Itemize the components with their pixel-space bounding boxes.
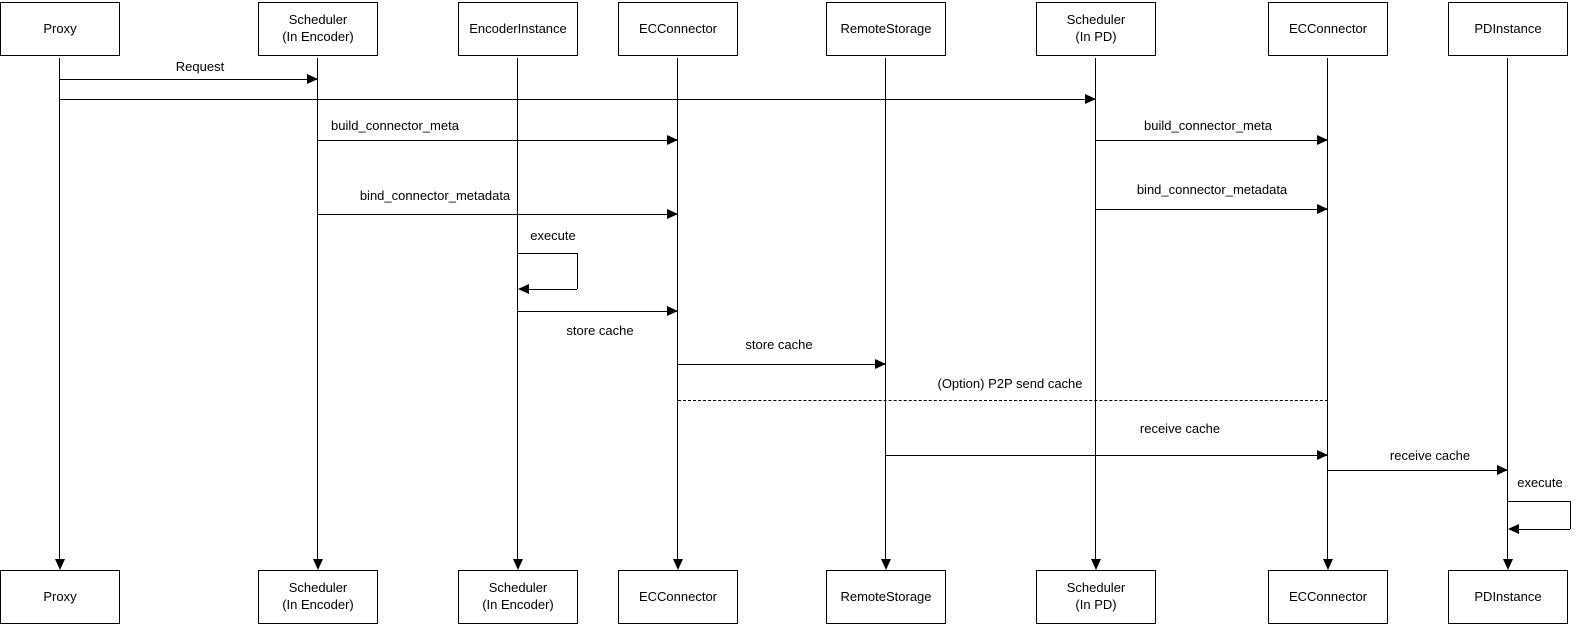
message-arrow-bind-connector-metadata-1 [667, 209, 678, 219]
message-label-build-connector-meta-2: build_connector_meta [1144, 118, 1272, 133]
participant-bottom-scheduler-encoder: Scheduler (In Encoder) [258, 570, 378, 624]
participant-bottom-remote-storage: RemoteStorage [826, 570, 946, 624]
lifeline-arrow-proxy [55, 559, 65, 570]
participant-bottom-scheduler-pd: Scheduler (In PD) [1036, 570, 1156, 624]
message-line-build-connector-meta-1 [318, 140, 678, 141]
lifeline-pd-instance [1507, 58, 1508, 560]
participant-top-pd-instance: PDInstance [1448, 2, 1568, 56]
lifeline-ec-connector-2 [1327, 58, 1328, 560]
message-line-request [60, 79, 318, 80]
message-arrow-receive-cache-1 [1317, 450, 1328, 460]
lifeline-arrow-scheduler-encoder [313, 559, 323, 570]
participant-top-encoder-instance: EncoderInstance [458, 2, 578, 56]
participant-bottom-proxy: Proxy [0, 570, 120, 624]
message-label-build-connector-meta-1: build_connector_meta [331, 118, 459, 133]
participant-top-ec-connector-2: ECConnector [1268, 2, 1388, 56]
message-line-proxy-to-scheduler-pd [60, 99, 1096, 100]
participant-top-ec-connector-1: ECConnector [618, 2, 738, 56]
message-line-bind-connector-metadata-1 [318, 214, 678, 215]
participant-top-scheduler-encoder: Scheduler (In Encoder) [258, 2, 378, 56]
message-arrow-build-connector-meta-2 [1317, 135, 1328, 145]
message-arrow-bind-connector-metadata-2 [1317, 204, 1328, 214]
message-label-p2p-send-cache: (Option) P2P send cache [937, 376, 1083, 391]
lifeline-arrow-ec-connector-2 [1323, 559, 1333, 570]
participant-bottom-ec-connector-2: ECConnector [1268, 570, 1388, 624]
lifeline-scheduler-encoder [317, 58, 318, 560]
message-arrow-store-cache-2 [875, 359, 886, 369]
message-label-execute-1: execute [530, 228, 576, 243]
lifeline-arrow-encoder-instance [513, 559, 523, 570]
self-loop-2-top [1508, 501, 1570, 502]
self-loop-1-top [518, 253, 577, 254]
message-arrow-receive-cache-2 [1497, 465, 1508, 475]
self-loop-2-arrow [1508, 524, 1519, 534]
message-label-store-cache-2: store cache [745, 337, 813, 352]
lifeline-encoder-instance [517, 58, 518, 560]
message-label-receive-cache-2: receive cache [1389, 448, 1471, 463]
self-loop-2-bottom [1519, 529, 1570, 530]
self-loop-1-bottom [529, 289, 577, 290]
message-label-receive-cache-1: receive cache [1139, 421, 1221, 436]
participant-bottom-encoder-instance: Scheduler (In Encoder) [458, 570, 578, 624]
message-label-store-cache-1: store cache [566, 323, 634, 338]
lifeline-proxy [59, 58, 60, 560]
lifeline-scheduler-pd [1095, 58, 1096, 560]
participant-top-proxy: Proxy [0, 2, 120, 56]
message-line-bind-connector-metadata-2 [1096, 209, 1328, 210]
message-line-receive-cache-2 [1328, 470, 1508, 471]
lifeline-arrow-remote-storage [881, 559, 891, 570]
participant-top-remote-storage: RemoteStorage [826, 2, 946, 56]
message-arrow-proxy-to-scheduler-pd [1085, 94, 1096, 104]
message-label-request: Request [175, 59, 225, 74]
message-line-build-connector-meta-2 [1096, 140, 1328, 141]
participant-bottom-ec-connector-1: ECConnector [618, 570, 738, 624]
message-line-receive-cache-1 [886, 455, 1328, 456]
message-line-store-cache-2 [678, 364, 886, 365]
self-loop-2-right [1570, 501, 1571, 529]
lifeline-arrow-scheduler-pd [1091, 559, 1101, 570]
message-label-bind-connector-metadata-2: bind_connector_metadata [1136, 182, 1288, 197]
message-arrow-request [307, 74, 318, 84]
message-line-p2p-send-cache [678, 400, 1328, 401]
lifeline-remote-storage [885, 58, 886, 560]
lifeline-arrow-ec-connector-1 [673, 559, 683, 570]
participant-top-scheduler-pd: Scheduler (In PD) [1036, 2, 1156, 56]
message-label-execute-2: execute [1517, 475, 1563, 490]
message-line-store-cache-1 [518, 311, 678, 312]
message-label-bind-connector-metadata-1: bind_connector_metadata [359, 188, 511, 203]
message-arrow-store-cache-1 [667, 306, 678, 316]
participant-bottom-pd-instance: PDInstance [1448, 570, 1568, 624]
lifeline-arrow-pd-instance [1503, 559, 1513, 570]
self-loop-1-right [577, 253, 578, 289]
message-arrow-build-connector-meta-1 [667, 135, 678, 145]
self-loop-1-arrow [518, 284, 529, 294]
